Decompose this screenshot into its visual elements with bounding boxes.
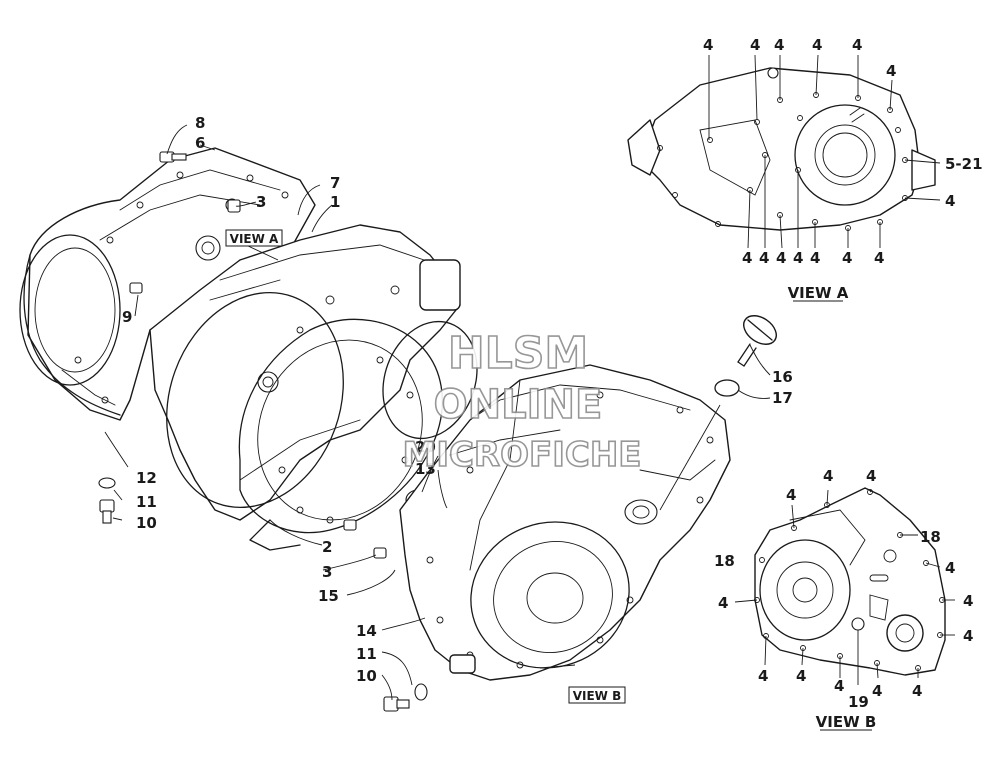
view-b-box-label: VIEW B <box>568 686 626 704</box>
clutch-cover-gasket[interactable] <box>229 313 452 551</box>
callout-6: 6 <box>195 134 205 152</box>
view-a-title: VIEW A <box>788 284 849 302</box>
callout-10a: 10 <box>136 514 157 532</box>
o-ring-17[interactable] <box>714 379 740 397</box>
callout-b-r2: 4 <box>963 592 973 610</box>
view-b-box-text: VIEW B <box>573 689 622 703</box>
callout-a-right: 4 <box>945 192 955 210</box>
callout-b-b2: 4 <box>796 667 806 685</box>
dipstick-16[interactable] <box>737 310 782 367</box>
callout-14: 14 <box>356 622 377 640</box>
callout-20: 20 <box>415 438 436 456</box>
callout-11a: 11 <box>136 493 157 511</box>
view-a-box-text: VIEW A <box>230 232 279 246</box>
watermark-line1: HLSM <box>448 328 588 379</box>
dowel-9[interactable] <box>129 282 143 294</box>
callout-16: 16 <box>772 368 793 386</box>
callout-17: 17 <box>772 389 793 407</box>
callout-b-19: 19 <box>848 693 869 711</box>
o-ring-seal[interactable] <box>367 308 493 452</box>
leader-lines <box>104 54 955 701</box>
callout-a-top6: 4 <box>886 62 896 80</box>
washer-11b[interactable] <box>414 683 428 701</box>
watermark-line2: ONLINE <box>434 382 603 428</box>
callout-a-top1: 4 <box>703 36 713 54</box>
callout-b-b5: 4 <box>912 682 922 700</box>
callout-b-b4: 4 <box>872 682 882 700</box>
crankcase-housing[interactable] <box>399 364 731 690</box>
callout-12: 12 <box>136 469 157 487</box>
callout-8: 8 <box>195 114 205 132</box>
callout-numbers: 8 6 7 1 3 9 12 11 10 20 13 2 3 15 14 11 … <box>122 36 983 711</box>
callout-a-bot1: 4 <box>742 249 752 267</box>
callout-a-bot5: 4 <box>810 249 820 267</box>
callout-a-top2: 4 <box>750 36 760 54</box>
callout-a-top4: 4 <box>812 36 822 54</box>
callout-b-t2: 4 <box>866 467 876 485</box>
bolt-8[interactable] <box>159 151 187 163</box>
callout-11b: 11 <box>356 645 377 663</box>
callout-b-r1: 4 <box>945 559 955 577</box>
callout-a-top5: 4 <box>852 36 862 54</box>
view-b-detail <box>754 487 946 676</box>
callout-a-bot2: 4 <box>759 249 769 267</box>
callout-b-18r: 18 <box>920 528 941 546</box>
callout-9: 9 <box>122 308 132 326</box>
callout-a-521: 5-21 <box>945 155 983 173</box>
callout-3a: 3 <box>256 193 266 211</box>
view-a-box-label: VIEW A <box>225 229 283 247</box>
dowel-3b[interactable] <box>343 519 387 559</box>
view-a-detail <box>627 67 936 231</box>
callout-b-b1: 4 <box>758 667 768 685</box>
view-b-title: VIEW B <box>816 713 877 731</box>
callout-b-r3: 4 <box>963 627 973 645</box>
watermark-line3: MICROFICHE <box>402 435 641 475</box>
callout-b-b3: 4 <box>834 677 844 695</box>
callout-15: 15 <box>318 587 339 605</box>
callout-a-bot4: 4 <box>793 249 803 267</box>
callout-2: 2 <box>322 538 332 556</box>
callout-3b: 3 <box>322 563 332 581</box>
callout-b-t1: 4 <box>823 467 833 485</box>
bolt-10b[interactable] <box>383 696 410 712</box>
callout-b-l1: 4 <box>718 594 728 612</box>
callout-13: 13 <box>415 460 436 478</box>
callout-a-bot6: 4 <box>842 249 852 267</box>
washer-11[interactable] <box>98 477 116 489</box>
callout-a-bot7: 4 <box>874 249 884 267</box>
watermark: HLSM ONLINE MICROFICHE <box>402 327 643 476</box>
bolt-10[interactable] <box>99 499 115 524</box>
callout-7: 7 <box>330 174 340 192</box>
callout-b-t3: 4 <box>786 486 796 504</box>
callout-a-bot3: 4 <box>776 249 786 267</box>
callout-1: 1 <box>330 193 340 211</box>
callout-b-18l: 18 <box>714 552 735 570</box>
clutch-cover-middle[interactable] <box>138 224 461 532</box>
callout-a-top3: 4 <box>774 36 784 54</box>
callout-10b: 10 <box>356 667 377 685</box>
